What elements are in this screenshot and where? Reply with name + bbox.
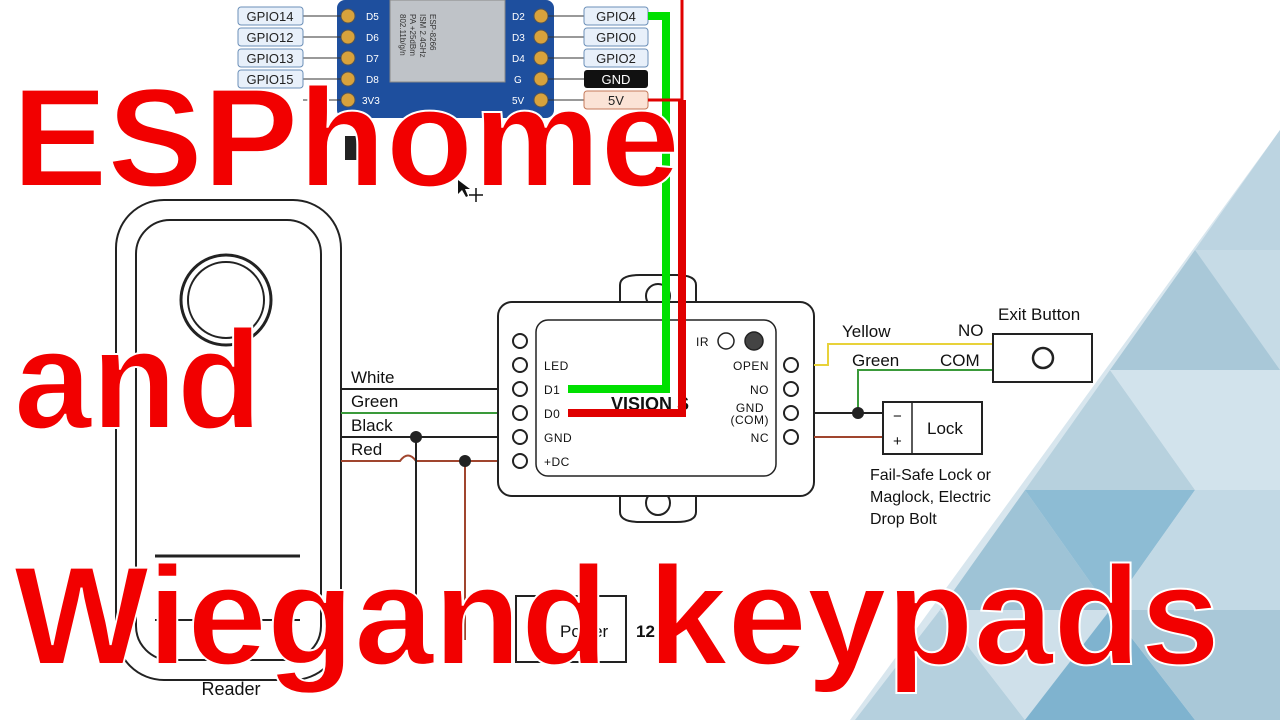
ir-label: IR — [696, 335, 709, 349]
power-label: Power — [560, 622, 609, 641]
title-line-1: ESPhome — [12, 59, 680, 216]
esp8266-board: ESP-8266 ISM 2.4GHz PA +25dBm 802.11b/g/… — [337, 0, 554, 160]
pin-gnd-right: GND — [736, 401, 764, 415]
pin-led: LED — [544, 359, 569, 373]
terminal-com: COM — [940, 351, 980, 370]
esp-label-d8: D8 — [366, 75, 379, 86]
title-overlay: ESPhome and Wiegand keypads — [11, 58, 1221, 695]
power-voltage: 12 — [636, 622, 655, 641]
pin-d1: D1 — [544, 383, 560, 397]
cursor-icon — [458, 180, 483, 202]
esp-label-d7: D7 — [366, 54, 379, 65]
gpio12-tag: GPIO12 — [247, 30, 294, 45]
pin-no: NO — [750, 383, 769, 397]
terminal-no: NO — [958, 321, 984, 340]
wire-label-white: White — [351, 368, 394, 387]
wire-label-green-exit: Green — [852, 351, 899, 370]
pin-d0: D0 — [544, 407, 560, 421]
pin-dc: +DC — [544, 455, 570, 469]
gpio2-tag: GPIO2 — [596, 51, 636, 66]
esp-label-g: G — [514, 75, 522, 86]
esp-label-d4: D4 — [512, 54, 525, 65]
title-line-2: and — [14, 301, 262, 458]
gnd-tag: GND — [602, 72, 631, 87]
wire-label-yellow: Yellow — [842, 322, 891, 341]
access-controller: VISION S IR LED D1 D0 GND +DC OPEN NO GN… — [497, 274, 815, 523]
gpio15-tag: GPIO15 — [247, 72, 294, 87]
title-line-3: Wiegand keypads — [14, 537, 1220, 694]
esp-label-d6: D6 — [366, 33, 379, 44]
exit-button-label: Exit Button — [998, 305, 1080, 324]
background-triangle-pattern — [850, 130, 1280, 720]
lock-caption-3: Drop Bolt — [870, 511, 937, 528]
esp-label-3v3: 3V3 — [362, 96, 380, 107]
lock-label: Lock — [927, 419, 963, 438]
esp-right-gpio-tags: GPIO4 GPIO0 GPIO2 GND 5V — [548, 6, 649, 110]
esp-connection-wires — [568, 0, 686, 417]
pin-open: OPEN — [733, 359, 769, 373]
wire-label-red: Red — [351, 440, 382, 459]
esp-left-gpio-tags: GPIO14 GPIO12 GPIO13 GPIO15 — [237, 6, 341, 101]
reader-label: Reader — [201, 679, 260, 699]
esp-left-header: D5 D6 D7 D8 3V3 — [340, 8, 380, 108]
reader-wires: White Green Black Red — [341, 368, 500, 640]
5v-tag: 5V — [608, 93, 624, 108]
esp-label-d2: D2 — [512, 12, 525, 23]
esp-right-header: D2 D3 D4 G 5V — [512, 8, 549, 108]
pin-com: (COM) — [731, 413, 770, 427]
wire-label-green: Green — [351, 392, 398, 411]
exit-button: Exit Button — [992, 305, 1093, 383]
gpio0-tag: GPIO0 — [596, 30, 636, 45]
lock-caption-1: Fail-Safe Lock or — [870, 467, 992, 484]
pin-nc: NC — [751, 431, 769, 445]
chip-text-2: ISM 2.4GHz — [418, 14, 427, 58]
gpio14-tag: GPIO14 — [247, 9, 294, 24]
wire-label-black: Black — [351, 416, 393, 435]
chip-text-3: PA +25dBm — [408, 14, 417, 56]
esp-label-d3: D3 — [512, 33, 525, 44]
gpio4-tag: GPIO4 — [596, 9, 636, 24]
pin-gnd: GND — [544, 431, 572, 445]
lock-minus: − — [893, 408, 902, 425]
lock-plus: + — [893, 433, 902, 450]
chip-text-1: ESP-8266 — [428, 14, 437, 51]
card-reader: Reader — [115, 199, 342, 699]
exit-and-lock-wiring: Yellow Green NO COM — [814, 321, 993, 438]
esp-label-5v: 5V — [512, 96, 525, 107]
gpio13-tag: GPIO13 — [247, 51, 294, 66]
chip-text-4: 802.11b/g/n — [398, 14, 407, 56]
lock-caption-2: Maglock, Electric — [870, 489, 991, 506]
power-supply: Power 12 — [515, 595, 655, 663]
esp-label-d5: D5 — [366, 12, 379, 23]
lock: − + Lock Fail-Safe Lock or Maglock, Elec… — [870, 401, 992, 528]
